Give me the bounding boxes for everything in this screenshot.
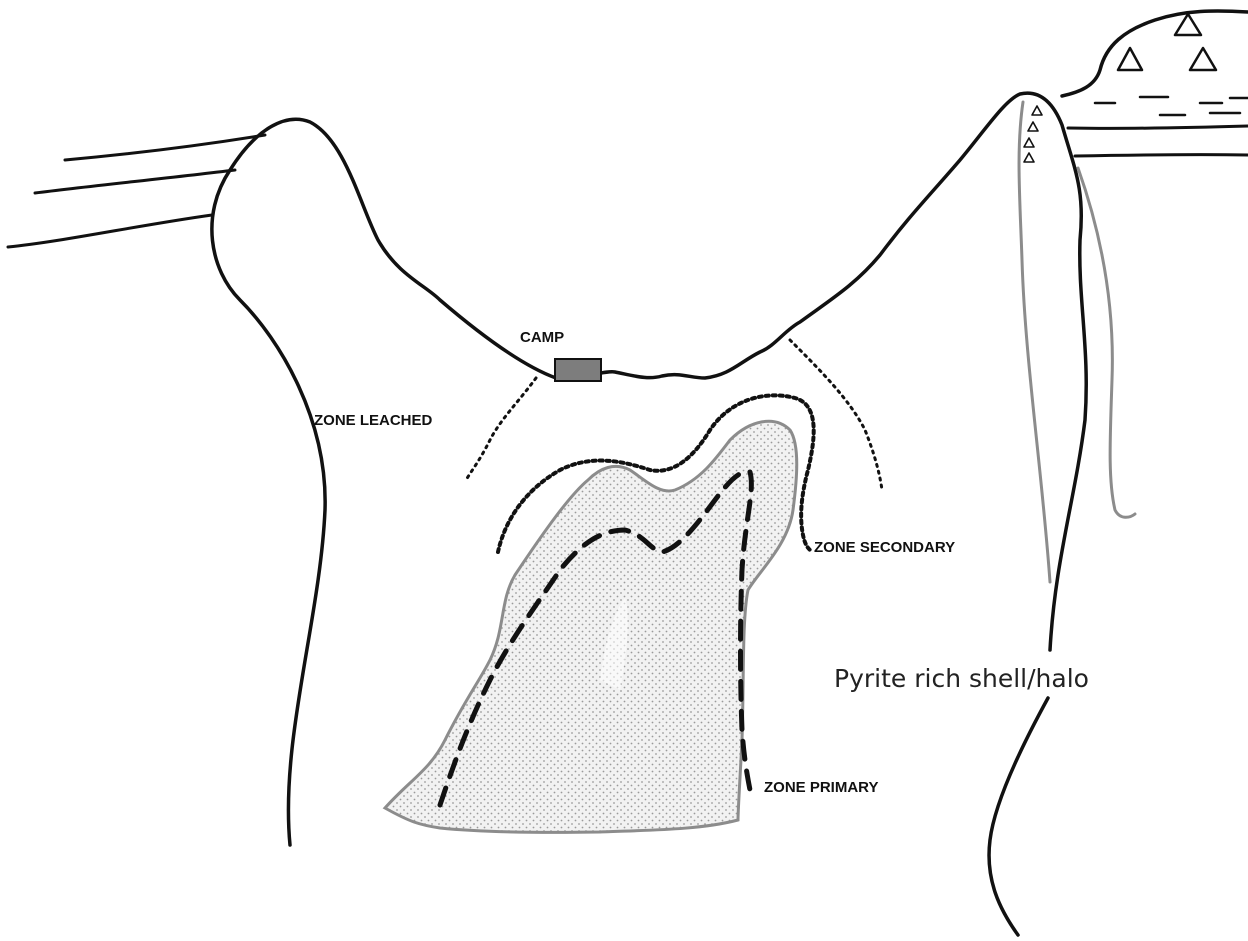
- primary-orebody-stipple: [385, 421, 797, 832]
- zone-leached-label: ZONE LEACHED: [314, 412, 433, 429]
- right-strata-line: [1068, 126, 1248, 128]
- zone-primary-label: ZONE PRIMARY: [764, 779, 878, 796]
- leached-boundary-dotted-right: [790, 340, 882, 490]
- right-strata-dashes: [1095, 97, 1248, 115]
- lower-right-contact: [989, 698, 1048, 935]
- pyrite-halo-label: Pyrite rich shell/halo: [834, 664, 1089, 693]
- right-strata-line: [1075, 155, 1248, 156]
- breccia-triangles-small: [1024, 106, 1042, 162]
- breccia-triangles-large: [1118, 14, 1216, 70]
- camp-building: [555, 359, 601, 381]
- right-grey-vein: [1078, 168, 1135, 517]
- right-grey-vein: [1019, 102, 1050, 582]
- left-strata-line: [8, 215, 212, 247]
- left-strata-line: [35, 170, 235, 193]
- left-strata-line: [65, 135, 265, 160]
- leached-boundary-dotted-left: [466, 378, 536, 480]
- zone-secondary-label: ZONE SECONDARY: [814, 539, 955, 556]
- upper-right-hill: [1062, 11, 1248, 96]
- camp-label: CAMP: [520, 329, 564, 346]
